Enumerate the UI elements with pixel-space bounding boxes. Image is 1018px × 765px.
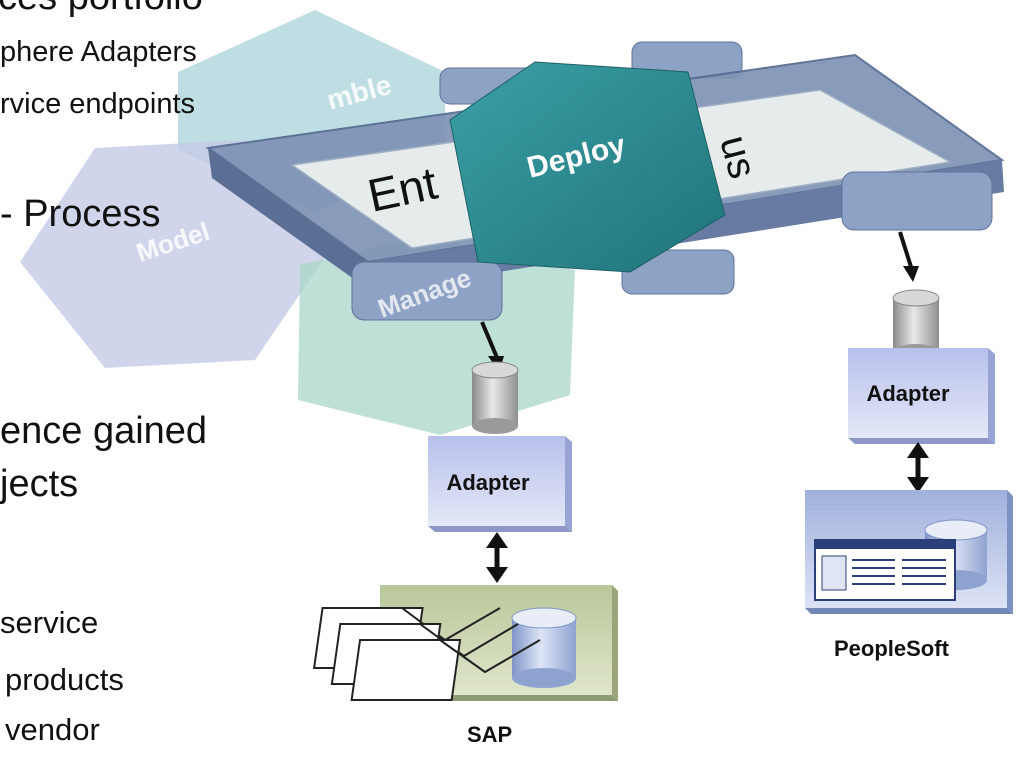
sap-adapter-cylinder xyxy=(471,361,519,434)
bus-connector-peoplesoft xyxy=(841,171,993,231)
peoplesoft-double-arrow xyxy=(907,442,929,493)
sap-double-arrow xyxy=(486,532,508,583)
slide-text-line-1: ces portfolio xyxy=(0,0,203,19)
sap-caption: SAP xyxy=(467,722,513,747)
slide-text-line-2: phere Adapters xyxy=(0,36,197,68)
bus-frame-side xyxy=(208,148,372,292)
peoplesoft-window-icon xyxy=(814,539,956,601)
slide-text-line-3: rvice endpoints xyxy=(0,88,196,120)
arrow-bus-to-peoplesoft-adapter xyxy=(898,231,914,271)
slide-text-line-6: jects xyxy=(0,463,79,505)
peoplesoft-adapter-box xyxy=(848,348,995,444)
slide-text-line-5: ence gained xyxy=(0,410,208,452)
bus-connector-sap xyxy=(351,261,503,321)
arrowhead-peoplesoft xyxy=(903,266,919,282)
peoplesoft-caption: PeopleSoft xyxy=(834,636,949,661)
sap-database-icon xyxy=(511,607,577,688)
sap-adapter-label: Adapter xyxy=(446,470,530,495)
slide-text-line-4: - Process xyxy=(0,193,161,235)
slide-text-line-8: products xyxy=(5,662,124,697)
deploy-hexagon xyxy=(449,61,726,273)
slide-text-line-9: vendor xyxy=(5,712,100,747)
bus-connector-front-mid xyxy=(621,249,735,295)
sap-envelopes-icon xyxy=(312,607,541,701)
peoplesoft-adapter-label: Adapter xyxy=(866,381,950,406)
arrow-bus-to-sap-adapter xyxy=(480,321,500,361)
slide-text-line-7: service xyxy=(0,605,99,640)
sap-adapter-box xyxy=(428,436,572,532)
